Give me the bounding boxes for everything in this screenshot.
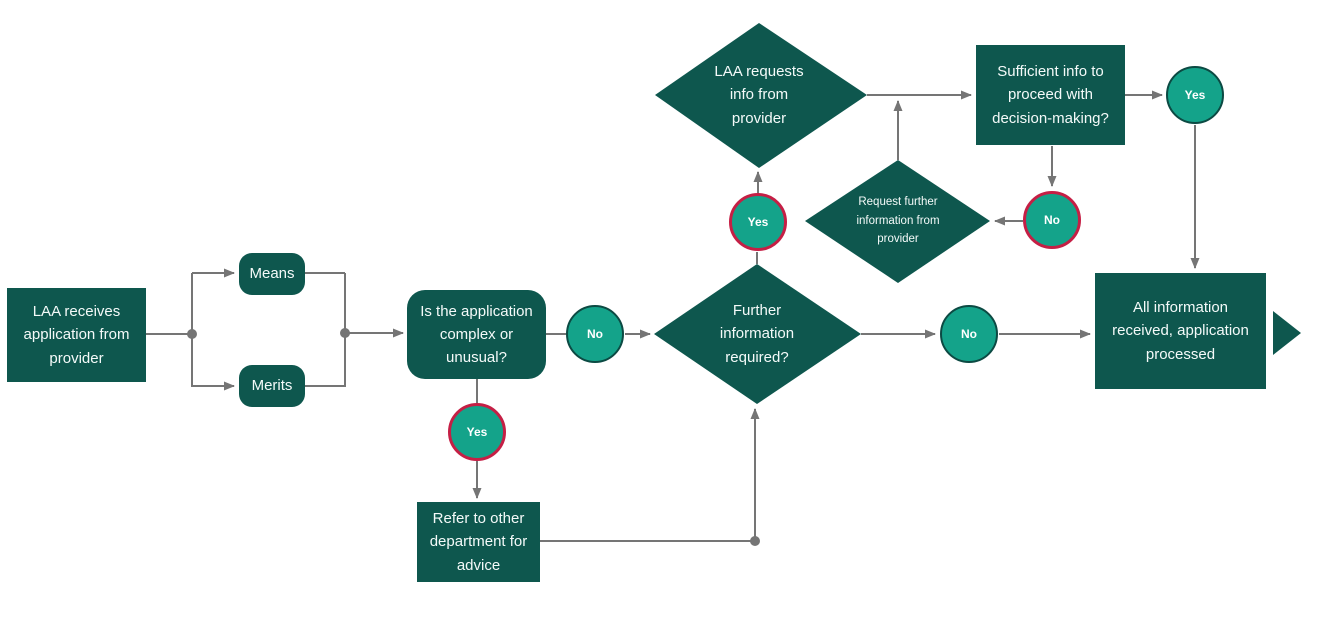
circle-no-sufficient-label: No [1044,213,1060,227]
request-further-diamond [805,160,990,283]
circle-yes-sufficient-label: Yes [1184,88,1206,102]
junction-dot [750,536,760,546]
circle-yes-complex: Yes [448,403,506,461]
node-complex-question: Is the application complex or unusual? [407,290,546,379]
node-start: LAA receives application from provider [7,288,146,382]
node-start-label: LAA receives application from provider [23,303,130,367]
node-all-info-label: All information received, application pr… [1112,299,1249,363]
node-complex-question-label: Is the application complex or unusual? [420,302,533,367]
node-sufficient-info: Sufficient info to proceed with decision… [976,45,1125,145]
circle-yes-further-label: Yes [747,215,769,229]
further-information-diamond [654,264,861,404]
node-merits-label: Merits [251,377,293,395]
circle-no-complex-label: No [587,327,603,341]
circle-yes-sufficient: Yes [1166,66,1224,124]
circle-no-complex: No [566,305,624,363]
node-refer: Refer to other department for advice [417,502,540,582]
node-all-info: All information received, application pr… [1095,273,1266,389]
node-means-label: Means [249,265,295,283]
node-merits: Merits [239,365,305,407]
node-sufficient-info-label: Sufficient info to proceed with decision… [992,63,1109,127]
junction-dot [340,328,350,338]
flow-end-arrow-icon [1273,311,1301,355]
circle-yes-complex-label: Yes [466,425,488,439]
circle-no-further: No [940,305,998,363]
circle-yes-further: Yes [729,193,787,251]
node-means: Means [239,253,305,295]
junction-dot [187,329,197,339]
circle-no-sufficient: No [1023,191,1081,249]
node-refer-label: Refer to other department for advice [429,510,528,574]
laa-requests-diamond [655,23,867,168]
circle-no-further-label: No [961,327,977,341]
